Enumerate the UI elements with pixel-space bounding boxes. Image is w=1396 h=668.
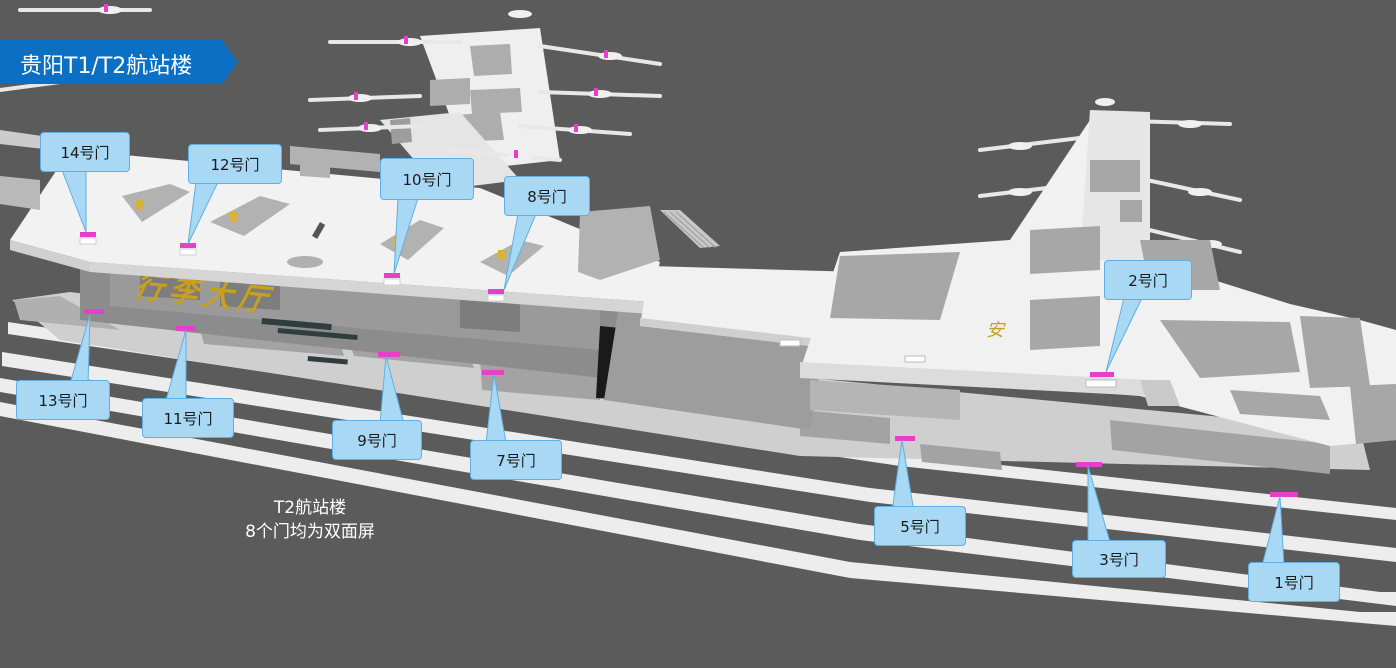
gate-3-label: 3号门 — [1072, 540, 1166, 578]
gate-1-label: 1号门 — [1248, 562, 1340, 602]
gate-8-label: 8号门 — [504, 176, 590, 216]
terminal-title-banner: 贵阳T1/T2航站楼 — [0, 40, 238, 84]
gate-5-label: 5号门 — [874, 506, 966, 546]
road-lanes — [0, 322, 1396, 626]
gate-9-label: 9号门 — [332, 420, 422, 460]
terminal-title: 贵阳T1/T2航站楼 — [20, 54, 193, 79]
t2-note: T2航站楼 8个门均为双面屏 — [200, 496, 420, 544]
gate-7-label: 7号门 — [470, 440, 562, 480]
gate-13-label: 13号门 — [16, 380, 110, 420]
callout-pointers — [61, 169, 1285, 567]
display-screen-markers — [80, 232, 1298, 497]
gate-10-label: 10号门 — [380, 158, 474, 200]
deck-buildings — [122, 146, 660, 280]
curb-blocks — [200, 330, 1330, 474]
t2-note-detail: 8个门均为双面屏 — [245, 522, 375, 542]
baggage-carousels — [261, 318, 358, 365]
gate-14-label: 14号门 — [40, 132, 130, 172]
gate-2-label: 2号门 — [1104, 260, 1192, 300]
gate-11-label: 11号门 — [142, 398, 234, 438]
security-label: 安 — [985, 320, 1009, 341]
banner-shape — [0, 40, 238, 84]
gate-12-label: 12号门 — [188, 144, 282, 184]
t2-note-title: T2航站楼 — [273, 498, 347, 518]
